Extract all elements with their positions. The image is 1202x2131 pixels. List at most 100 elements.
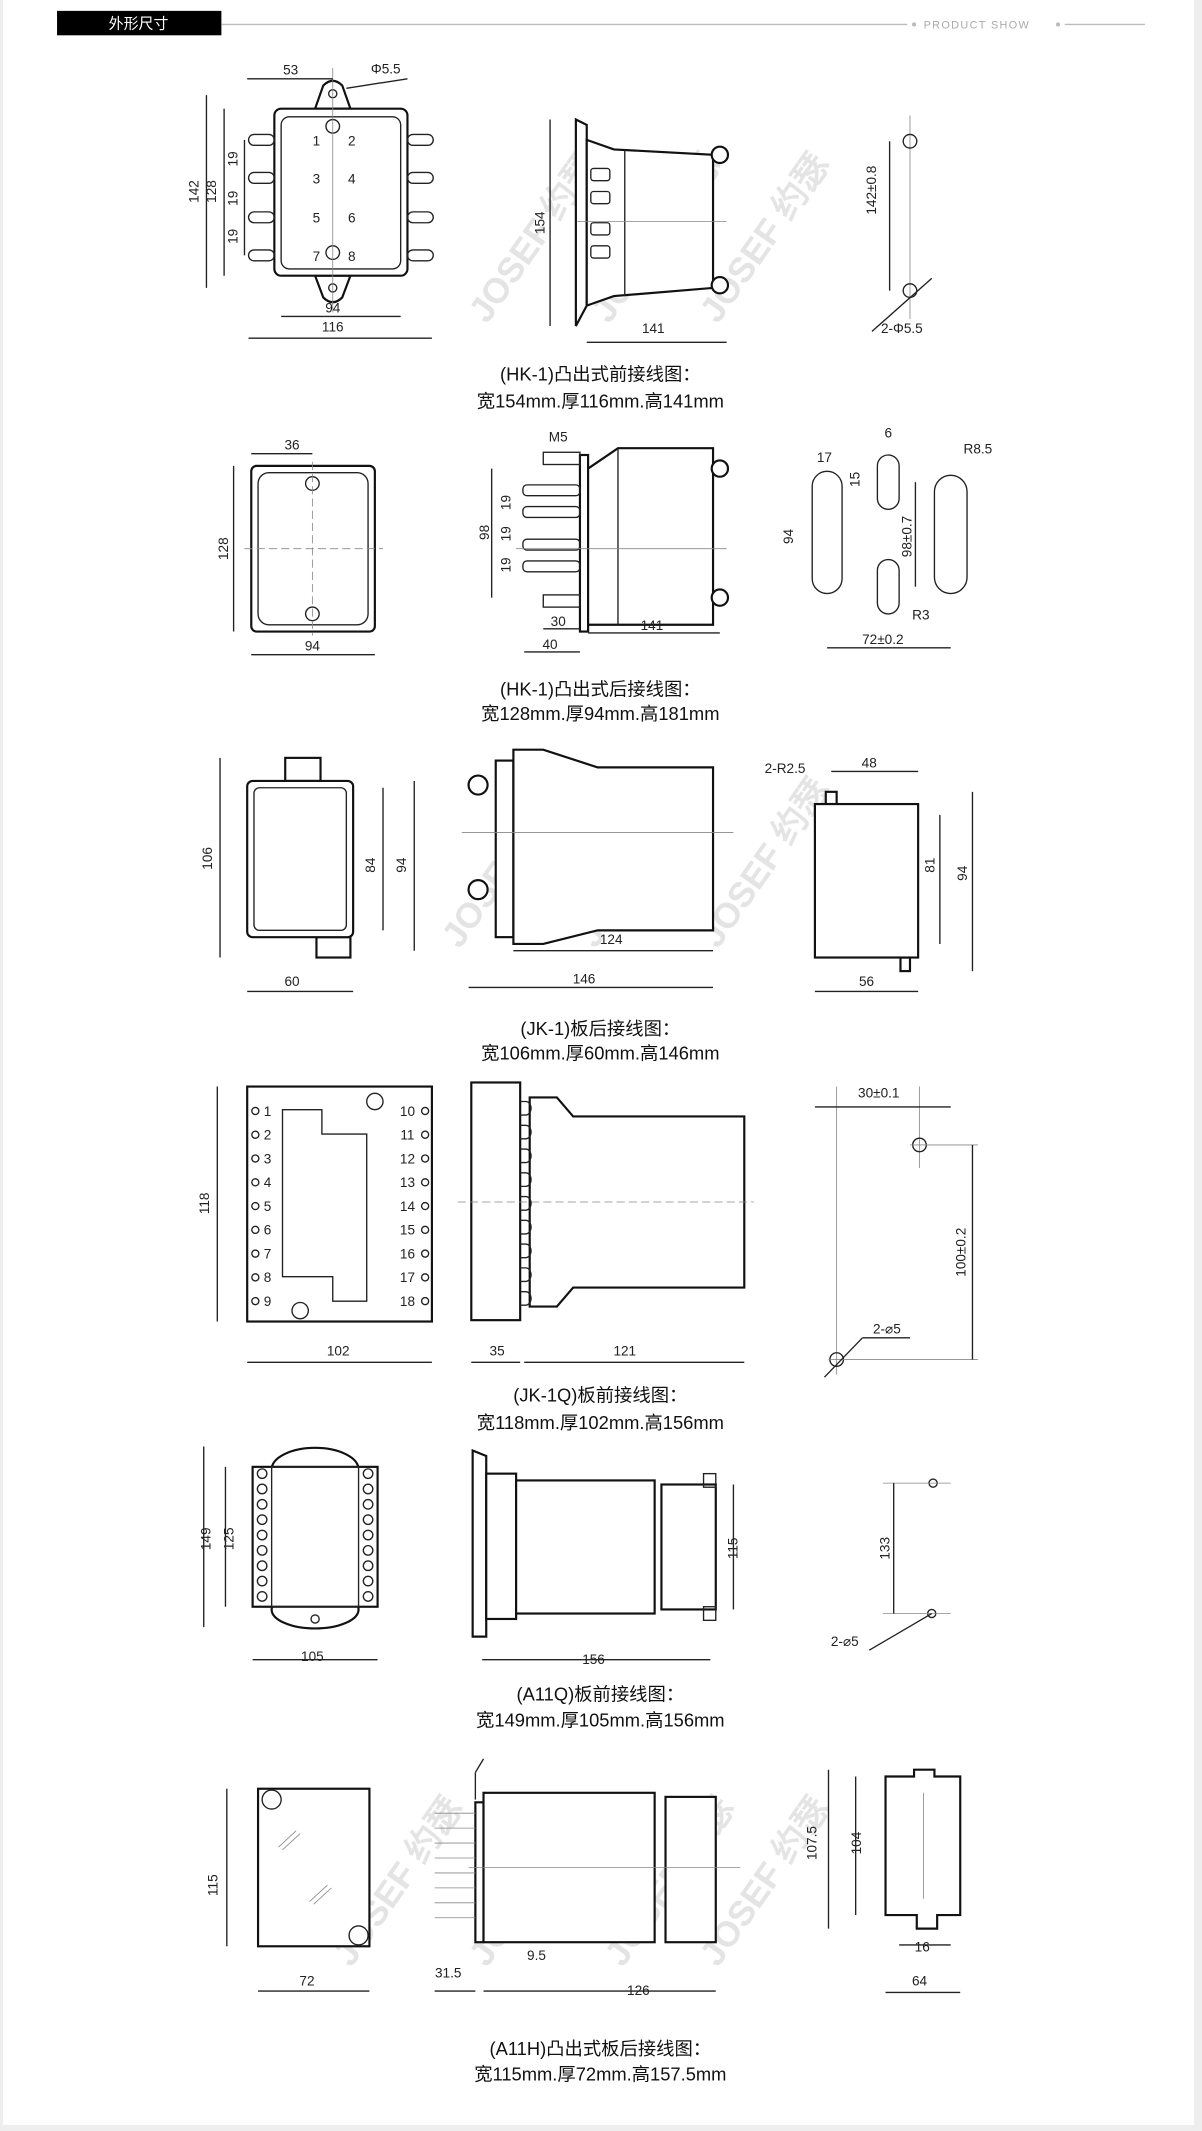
drawing-spec: 宽118mm.厚102mm.高156mm	[477, 1412, 724, 1433]
dim-label: 156	[582, 1652, 605, 1667]
drawing-hk1-front: 1 2 3 4 5 6 7 8 53 Φ5.5 142 128 19 19 19…	[186, 61, 434, 339]
terminal-screw	[520, 1219, 532, 1235]
terminal-hole-icon	[256, 1529, 268, 1541]
dim-label: 104	[849, 1831, 864, 1854]
dim-label: 72±0.2	[862, 632, 903, 647]
terminal-screw	[520, 1124, 532, 1140]
drawing-jk1-front: 106 84 94 60	[200, 756, 415, 993]
dim-label: 72	[299, 1974, 314, 1989]
dim-label: R8.5	[964, 442, 993, 457]
dim-label: 64	[912, 1974, 928, 1989]
terminal-screw	[520, 1172, 532, 1188]
terminal-number: 6	[264, 1223, 272, 1238]
terminal-hole-icon	[420, 1296, 430, 1306]
dim-label: R3	[912, 607, 929, 622]
terminal-hole-icon	[362, 1514, 374, 1526]
terminal-number: 10	[400, 1104, 416, 1119]
terminal-hole-icon	[420, 1225, 430, 1235]
terminal-number: 16	[400, 1246, 415, 1261]
drawing-spec: 宽115mm.厚72mm.高157.5mm	[474, 2064, 726, 2085]
dim-label: 2-⌀5	[831, 1634, 859, 1649]
dim-label: 40	[543, 637, 559, 652]
dim-label: 126	[627, 1983, 650, 1998]
terminal-hole-icon	[251, 1249, 260, 1258]
terminal-hole-icon	[420, 1178, 430, 1187]
dim-label: 94	[325, 300, 341, 315]
terminal-number: 3	[264, 1151, 272, 1166]
terminal-hole-icon	[251, 1273, 260, 1282]
dim-label: 115	[725, 1538, 740, 1560]
terminal-number: 6	[348, 211, 356, 226]
terminal-screw	[520, 1243, 532, 1259]
terminal-number: 13	[400, 1175, 415, 1190]
drawing-jk1q-side: 35 121	[457, 1081, 754, 1363]
dim-label: 60	[284, 974, 300, 989]
dim-label: 81	[922, 858, 937, 873]
drawing-a11h-side: 31.5 9.5 126	[434, 1758, 741, 1998]
terminal-hole-icon	[256, 1514, 268, 1526]
terminal-hole-icon	[256, 1575, 268, 1587]
terminal-screw	[520, 1100, 532, 1116]
terminal-hole-icon	[362, 1575, 374, 1587]
terminal-number: 15	[400, 1223, 415, 1238]
dim-label: 2-⌀5	[873, 1322, 901, 1337]
dim-label: 128	[204, 180, 219, 203]
dim-label: 2-Φ5.5	[881, 321, 923, 336]
dim-label: 146	[573, 971, 596, 986]
drawing-caption: (A11H)凸出式板后接线图：	[489, 2038, 711, 2059]
drawing-hk1-mounting: 142±0.8 2-Φ5.5	[864, 115, 933, 336]
drawing-caption: (JK-1)板后接线图：	[520, 1018, 680, 1039]
terminal-hole-icon	[256, 1590, 268, 1602]
terminal-hole-icon	[420, 1273, 430, 1282]
terminal-hole-icon	[420, 1201, 430, 1211]
drawing-caption: (HK-1)凸出式前接线图：	[500, 363, 701, 384]
dim-label: 94	[955, 865, 970, 881]
dot-icon	[912, 22, 917, 27]
drawing-hk1-rear-side: M5 98 19 19 19 30 40 141	[477, 429, 730, 653]
dim-label: 107.5	[804, 1826, 819, 1860]
terminal-number: 8	[348, 249, 356, 264]
dim-label: 53	[283, 63, 298, 78]
dim-label: 19	[499, 495, 514, 510]
terminal-hole-icon	[420, 1130, 430, 1139]
dim-label: M5	[549, 429, 568, 444]
terminal-number: 5	[313, 211, 321, 226]
terminal-number: 17	[400, 1270, 415, 1285]
drawing-spec: 宽154mm.厚116mm.高141mm	[477, 390, 724, 411]
terminal-number: 11	[400, 1128, 414, 1143]
dim-label: 141	[641, 618, 664, 633]
dim-label: 30±0.1	[858, 1085, 899, 1100]
dim-label: 118	[197, 1193, 212, 1215]
terminal-hole-icon	[362, 1529, 374, 1541]
drawing-jk1q-mounting: 30±0.1 100±0.2 2-⌀5	[814, 1085, 978, 1378]
drawing-caption: (A11Q)板前接线图：	[516, 1683, 684, 1704]
drawing-jk1-mounting: 2-R2.5 48 81 94 56	[765, 755, 974, 993]
dim-label: 94	[781, 528, 796, 544]
dim-label: 142±0.8	[864, 166, 879, 215]
dim-label: 17	[817, 450, 832, 465]
terminal-number: 7	[313, 249, 321, 264]
terminal-hole-icon	[256, 1483, 268, 1495]
dim-label: 116	[322, 319, 344, 334]
terminal-number: 9	[264, 1294, 272, 1309]
dim-label: 98	[477, 525, 492, 540]
dim-label: 9.5	[527, 1948, 546, 1963]
terminal-hole-icon	[420, 1154, 430, 1163]
terminal-studs	[247, 133, 434, 262]
dim-label: 31.5	[435, 1966, 461, 1981]
drawing-spec: 宽149mm.厚105mm.高156mm	[476, 1709, 725, 1730]
header-title: 外形尺寸	[109, 16, 169, 33]
terminal-hole-icon	[362, 1498, 374, 1510]
dim-label: 16	[915, 1940, 930, 1955]
terminal-hole-icon	[256, 1498, 268, 1510]
drawing-a11h-mounting: 107.5 104 16 64	[804, 1768, 962, 1994]
drawing-a11h-front: 115 72	[205, 1787, 371, 1992]
terminal-hole-icon	[251, 1154, 260, 1163]
section-header: 外形尺寸 PRODUCT SHOW	[57, 10, 1145, 36]
dim-label: 36	[284, 438, 299, 453]
terminal-number: 18	[400, 1294, 415, 1309]
dim-label: 125	[222, 1528, 237, 1551]
drawing-caption: (JK-1Q)板前接线图：	[513, 1385, 687, 1406]
dim-label: 35	[490, 1343, 505, 1358]
